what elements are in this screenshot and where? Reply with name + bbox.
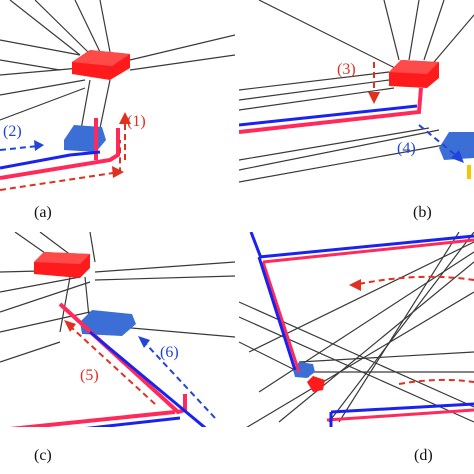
step-2-label: (2) (3, 123, 22, 140)
panel-c-drawing: (5) (6) (0, 232, 235, 427)
step-3-label: (3) (337, 61, 356, 78)
caption-c: (c) (34, 447, 52, 464)
blue-block (80, 310, 136, 336)
step-1-label: (1) (127, 113, 146, 130)
caption-b: (b) (413, 204, 432, 221)
panel-a-drawing: (1) (2) (0, 0, 235, 191)
panel-d-drawing (239, 232, 474, 427)
caption-a: (a) (34, 204, 52, 221)
panel-b-drawing: (3) (4) (239, 0, 474, 183)
blue-block (439, 132, 474, 160)
step-4-label: (4) (397, 140, 416, 157)
panel-d (239, 232, 474, 427)
blue-block (64, 125, 106, 152)
yellow-marker (467, 165, 471, 179)
panel-a: (1) (2) (0, 0, 235, 195)
step-6-label: (6) (160, 344, 179, 361)
step-5-label: (5) (80, 367, 99, 384)
panel-c: (5) (6) (0, 232, 235, 427)
caption-d: (d) (414, 447, 433, 464)
red-block (307, 376, 325, 392)
panel-b: (3) (4) (239, 0, 474, 195)
